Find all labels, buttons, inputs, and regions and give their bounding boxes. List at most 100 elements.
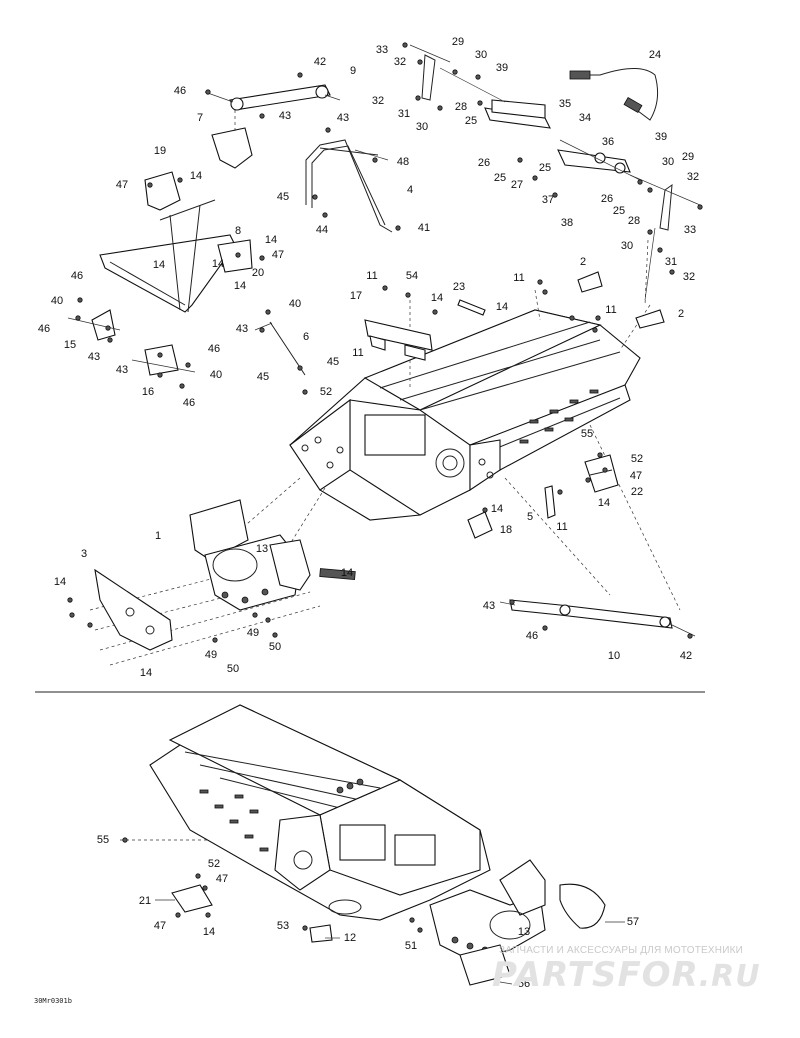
callout-5: 5 [526, 511, 534, 523]
part-56-plate [459, 944, 513, 986]
fastener-mark [179, 383, 185, 389]
callout-43: 43 [87, 351, 101, 363]
fastener-mark [297, 72, 303, 78]
fastener-mark [647, 187, 653, 193]
callout-12: 12 [343, 932, 357, 944]
callout-2: 2 [677, 308, 685, 320]
callout-43: 43 [482, 600, 496, 612]
callout-28: 28 [627, 215, 641, 227]
part-29-arm-lower [629, 174, 701, 301]
watermark-subtitle: ЗАПЧАСТИ И АКСЕССУАРЫ ДЛЯ МОТОТЕХНИКИ [499, 945, 744, 956]
callout-3: 3 [80, 548, 88, 560]
callout-31: 31 [664, 256, 678, 268]
part-22-bracket [584, 454, 619, 493]
callout-30: 30 [620, 240, 634, 252]
fastener-mark [592, 327, 598, 333]
fastener-mark [542, 625, 548, 631]
part-24-handlebar [569, 68, 659, 121]
fastener-mark [437, 105, 443, 111]
underside-slots [199, 789, 269, 852]
callout-55: 55 [580, 428, 594, 440]
fastener-mark [325, 127, 331, 133]
fastener-mark [157, 372, 163, 378]
callout-45: 45 [326, 356, 340, 368]
part-23-strap [457, 299, 486, 316]
fastener-mark [585, 477, 591, 483]
fastener-mark [107, 337, 113, 343]
fastener-mark [205, 912, 211, 918]
fastener-mark [602, 467, 608, 473]
watermark-logo-tld: .RU [698, 959, 761, 994]
watermark-logo-text: PARTSFOR [492, 955, 699, 995]
part-18-clip [467, 511, 493, 539]
fastener-mark [657, 247, 663, 253]
fastener-mark [185, 362, 191, 368]
callout-40: 40 [50, 295, 64, 307]
callout-30: 30 [661, 156, 675, 168]
fastener-mark [557, 489, 563, 495]
fastener-mark [87, 622, 93, 628]
callout-39: 39 [654, 131, 668, 143]
part-2-bracket-a [577, 271, 603, 293]
fastener-mark [69, 612, 75, 618]
callout-14: 14 [211, 258, 225, 270]
callout-43: 43 [278, 110, 292, 122]
callout-51: 51 [404, 940, 418, 952]
callout-37: 37 [541, 194, 555, 206]
part-35-column [484, 99, 551, 129]
fastener-mark [477, 100, 483, 106]
callout-30: 30 [474, 49, 488, 61]
callout-31: 31 [397, 108, 411, 120]
callout-25: 25 [493, 172, 507, 184]
callout-24: 24 [648, 49, 662, 61]
callout-50: 50 [268, 641, 282, 653]
fastener-mark [75, 315, 81, 321]
fastener-mark [475, 74, 481, 80]
fastener-mark [669, 269, 675, 275]
callout-52: 52 [319, 386, 333, 398]
fastener-mark [212, 637, 218, 643]
callout-14: 14 [495, 301, 509, 313]
fastener-mark [297, 365, 303, 371]
callout-14: 14 [264, 234, 278, 246]
fastener-mark [372, 157, 378, 163]
part-29-arm-upper [409, 44, 506, 103]
callout-11: 11 [605, 304, 617, 316]
fastener-mark [265, 309, 271, 315]
fastener-mark [552, 192, 558, 198]
fastener-mark [637, 179, 643, 185]
part-57-plate [559, 883, 625, 929]
fastener-mark [235, 252, 241, 258]
callout-54: 54 [405, 270, 419, 282]
fastener-mark [105, 325, 111, 331]
chassis-underside [149, 704, 491, 921]
callout-36: 36 [601, 136, 615, 148]
fastener-mark [259, 327, 265, 333]
callout-41: 41 [417, 222, 431, 234]
callout-33: 33 [683, 224, 697, 236]
fastener-symbols [67, 42, 703, 933]
callout-56: 56 [517, 978, 531, 990]
callout-29: 29 [451, 36, 465, 48]
callout-47: 47 [153, 920, 167, 932]
callout-11: 11 [513, 272, 525, 284]
fastener-mark [265, 617, 271, 623]
callout-46: 46 [37, 323, 51, 335]
callout-14: 14 [340, 567, 354, 579]
callout-32: 32 [371, 95, 385, 107]
callout-28: 28 [454, 101, 468, 113]
fastener-mark [302, 389, 308, 395]
chassis-tunnel-top [289, 309, 641, 521]
callout-53: 53 [276, 920, 290, 932]
fastener-mark [259, 255, 265, 261]
fastener-mark [405, 292, 411, 298]
callout-7: 7 [196, 112, 204, 124]
callout-14: 14 [152, 259, 166, 271]
callout-43: 43 [336, 112, 350, 124]
callout-13: 13 [517, 926, 531, 938]
callout-48: 48 [396, 156, 410, 168]
callout-52: 52 [630, 453, 644, 465]
fastener-mark [647, 229, 653, 235]
callout-46: 46 [70, 270, 84, 282]
